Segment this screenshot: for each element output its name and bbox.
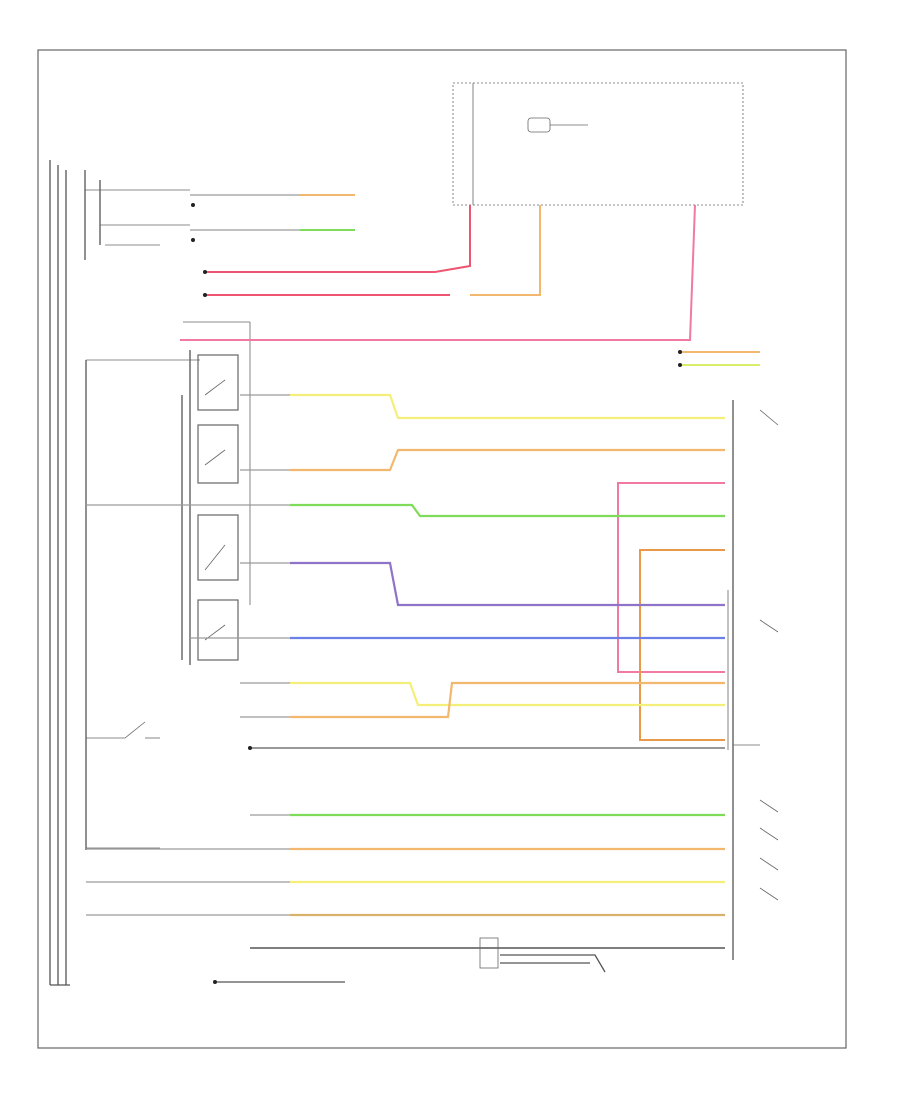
lower-left-switches	[86, 359, 200, 849]
main-harness	[86, 393, 725, 750]
right-side-switches	[733, 409, 779, 901]
left-bus-bars	[49, 160, 101, 986]
module-feed-wires	[180, 204, 696, 341]
module-inner-component	[527, 117, 551, 133]
top-left-connector	[85, 189, 195, 246]
upper-harness	[190, 194, 355, 231]
switch-group	[181, 321, 251, 665]
diagram-frame	[37, 49, 847, 1049]
lower-harness	[86, 813, 725, 984]
control-module-box	[452, 82, 744, 206]
top-right-connector	[678, 350, 760, 367]
